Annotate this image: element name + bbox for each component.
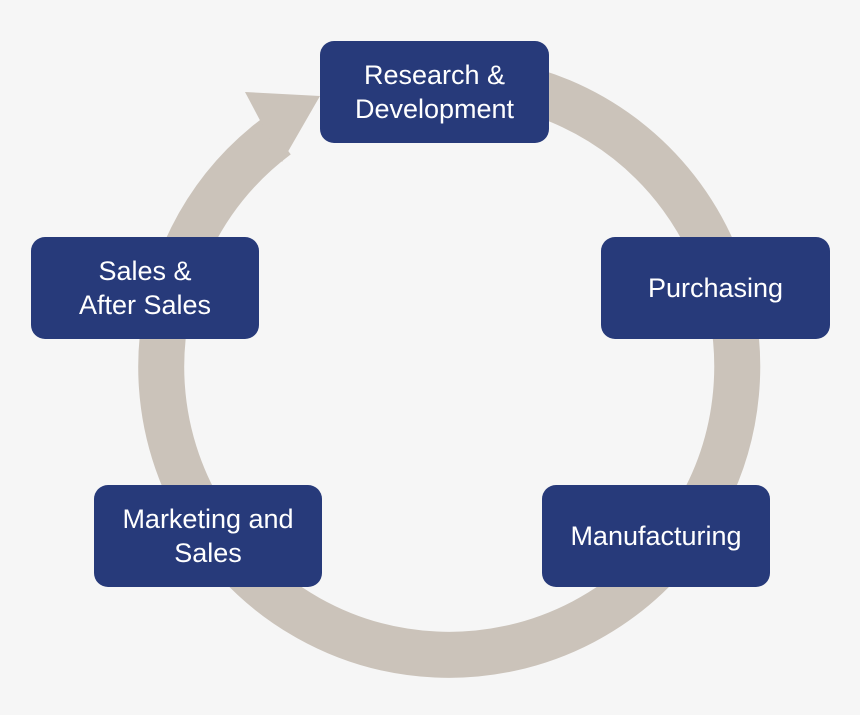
cycle-arc — [138, 55, 761, 678]
stage-label: Marketing and Sales — [122, 504, 294, 568]
stage-manufacturing: Manufacturing — [542, 485, 770, 587]
stage-label: Manufacturing — [570, 521, 742, 551]
stage-label: Purchasing — [647, 273, 784, 303]
stage-purchasing: Purchasing — [601, 237, 830, 339]
stage-label: Sales & After Sales — [78, 256, 212, 320]
stage-sales-after-sales: Sales & After Sales — [31, 237, 259, 339]
stage-research-development: Research & Development — [320, 41, 549, 143]
stage-marketing-sales: Marketing and Sales — [94, 485, 322, 587]
arrowhead-icon — [245, 92, 320, 162]
stage-label: Research & Development — [354, 60, 515, 124]
